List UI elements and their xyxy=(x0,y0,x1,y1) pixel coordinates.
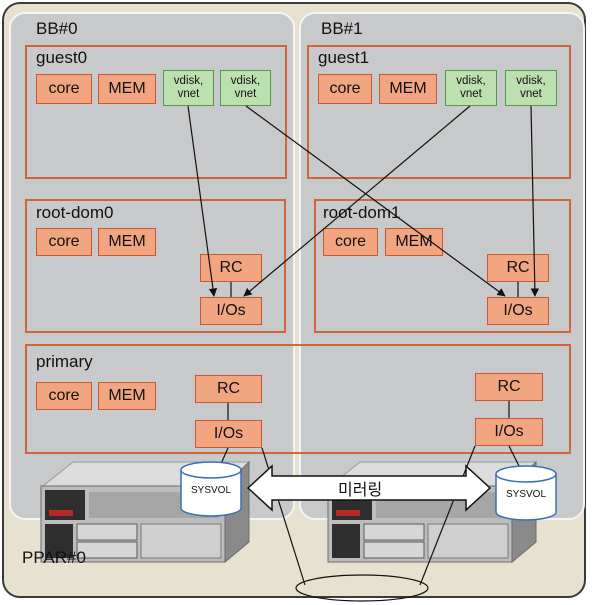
sysvol-right-label: SYSVOL xyxy=(505,488,547,500)
guest1-core: core xyxy=(318,74,372,104)
guest0-vdisk-vnet-2: vdisk, vnet xyxy=(220,70,271,106)
root-dom1-core: core xyxy=(323,228,378,256)
guest1-label: guest1 xyxy=(318,48,370,67)
primary-mem: MEM xyxy=(98,382,156,410)
primary-core: core xyxy=(36,382,92,410)
root-dom0-mem: MEM xyxy=(98,228,156,256)
primary-label: primary xyxy=(36,352,93,371)
primary-ios-left: I/Os xyxy=(195,420,262,448)
guest1-mem: MEM xyxy=(379,74,437,104)
bb1-label: BB#1 xyxy=(321,19,363,38)
root-dom0-ios: I/Os xyxy=(200,297,262,325)
sysvol-left-label: SYSVOL xyxy=(190,484,232,496)
guest0-vdisk-vnet-1: vdisk, vnet xyxy=(163,70,214,106)
guest0-label: guest0 xyxy=(36,48,88,67)
root-dom1-label: root-dom1 xyxy=(323,203,401,222)
root-dom1-rc: RC xyxy=(487,254,549,282)
root-dom0-label: root-dom0 xyxy=(36,203,114,222)
primary-ios-right: I/Os xyxy=(475,418,543,446)
root-dom1-mem: MEM xyxy=(385,228,443,256)
primary-rc-left: RC xyxy=(195,375,262,403)
server-chassis-right xyxy=(327,460,538,564)
guest0-core: core xyxy=(36,74,92,104)
root-dom0-rc: RC xyxy=(200,254,262,282)
guest0-mem: MEM xyxy=(98,74,156,104)
guest1-vdisk-vnet-1: vdisk, vnet xyxy=(445,70,497,106)
guest1-vdisk-vnet-2: vdisk, vnet xyxy=(505,70,557,106)
root-dom1-ios: I/Os xyxy=(487,297,549,325)
bb0-label: BB#0 xyxy=(36,19,78,38)
mirroring-label: 미러링 xyxy=(338,482,383,499)
ppar-label: PPAR#0 xyxy=(22,548,86,567)
root-dom0-core: core xyxy=(36,228,92,256)
primary-rc-right: RC xyxy=(475,373,543,401)
